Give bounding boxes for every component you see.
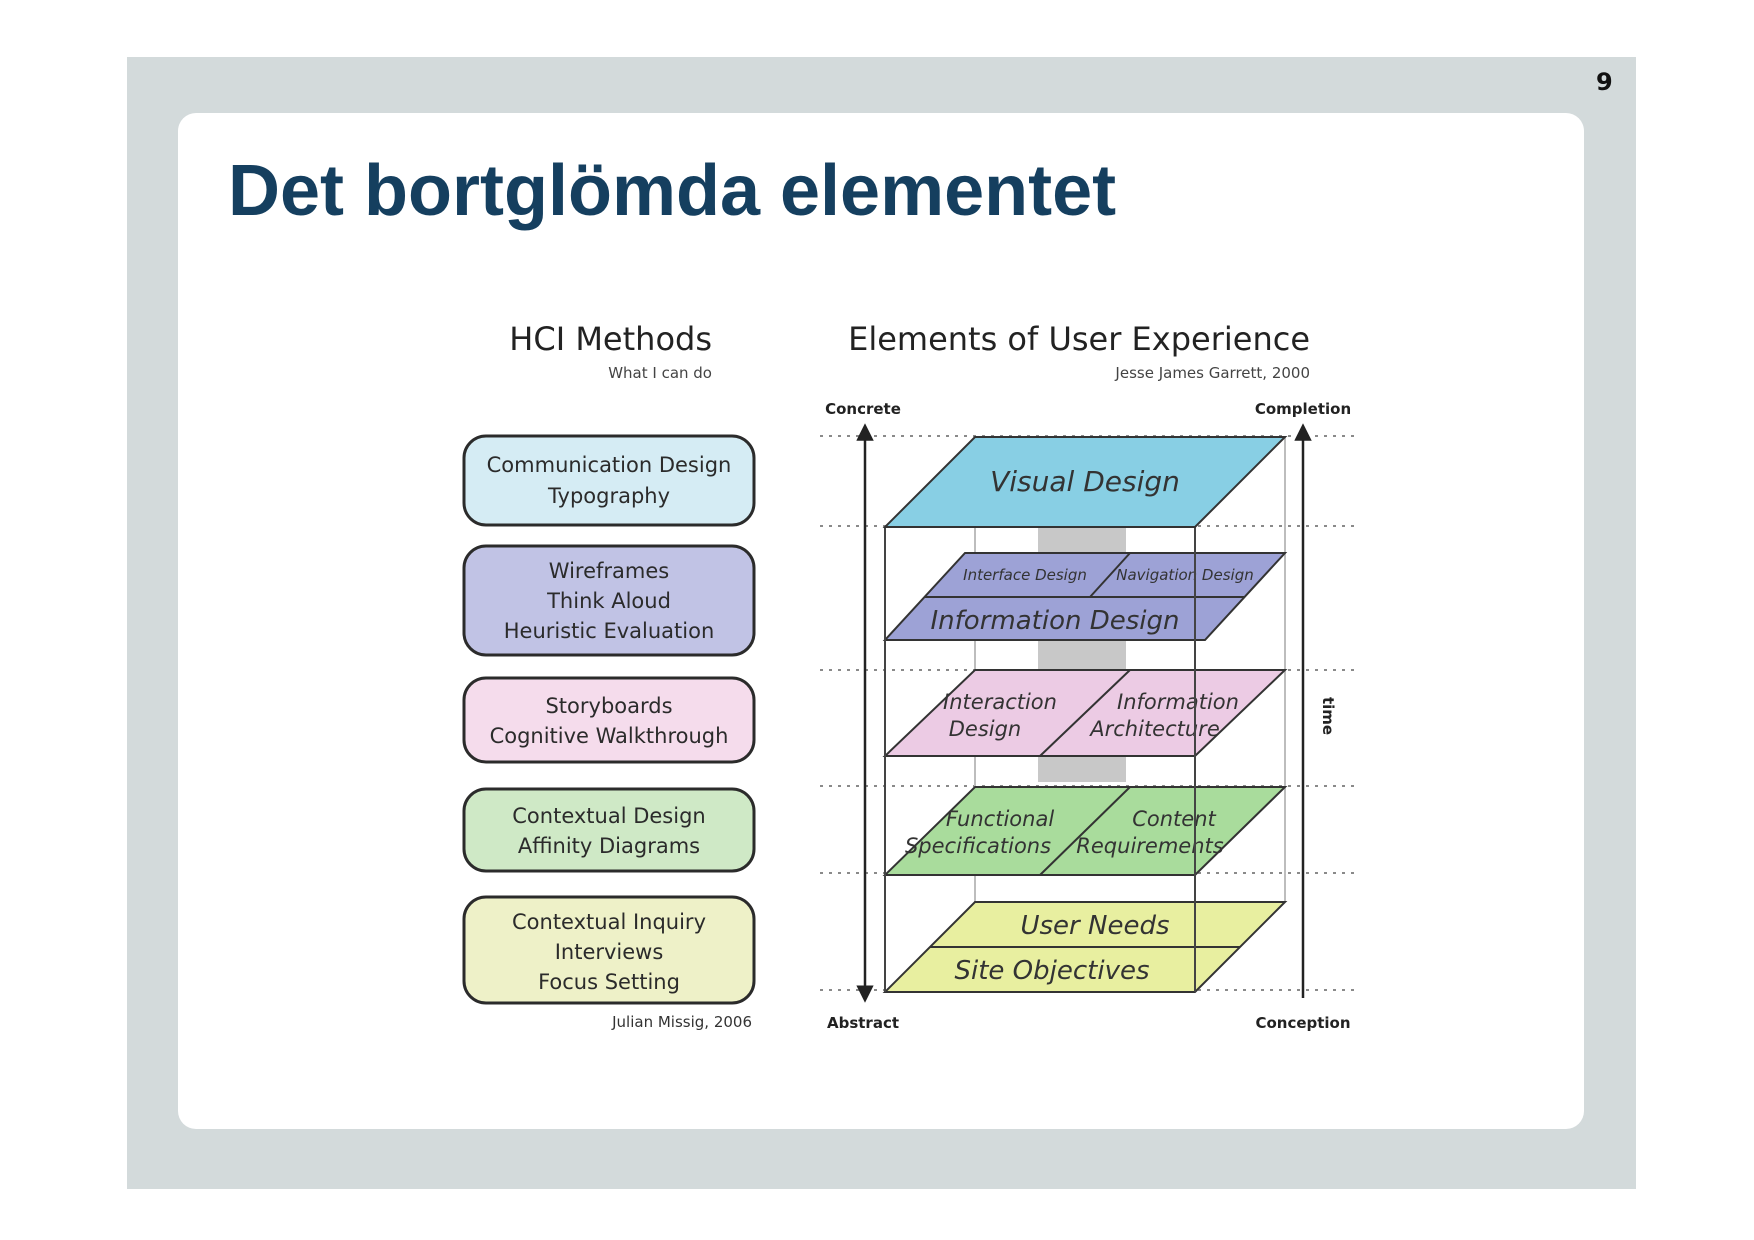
hci-box-line: Contextual Inquiry — [512, 910, 706, 934]
hci-box-line: Typography — [547, 484, 670, 508]
hci-box-line: Interviews — [555, 940, 664, 964]
plane-scope: Functional Specifications Content Requir… — [882, 786, 1288, 876]
hci-box-bg — [462, 787, 756, 873]
axis-label-abstract: Abstract — [827, 1014, 899, 1032]
plane-shape — [882, 436, 1288, 528]
hci-box-contextual-inquiry: Contextual Inquiry Interviews Focus Sett… — [462, 895, 756, 1005]
plane-label-architecture: Information — [1117, 690, 1239, 714]
plane-label-content: Requirements — [1076, 834, 1223, 858]
ux-title: Elements of User Experience — [848, 320, 1310, 358]
hci-box-line: Think Aloud — [546, 589, 671, 613]
plane-label-user-needs: User Needs — [1020, 911, 1169, 941]
plane-label-architecture: Architecture — [1088, 717, 1220, 741]
front-posts — [884, 527, 1196, 992]
hci-subtitle: What I can do — [608, 364, 712, 382]
hci-box-line: Cognitive Walkthrough — [490, 724, 729, 748]
hci-box-line: Affinity Diagrams — [518, 834, 700, 858]
hci-box-line: Communication Design — [487, 453, 732, 477]
hci-box-bg — [462, 895, 756, 1005]
hci-box-storyboards: Storyboards Cognitive Walkthrough — [462, 676, 756, 764]
hci-box-line: Contextual Design — [512, 804, 705, 828]
plane-label-interaction: Interaction — [943, 690, 1057, 714]
plane-label-interface: Interface Design — [963, 566, 1087, 584]
plane-label-visual-design: Visual Design — [990, 465, 1180, 498]
plane-label-functional: Specifications — [905, 834, 1051, 858]
hci-box-bg — [462, 676, 756, 764]
plane-label-information-design: Information Design — [931, 606, 1180, 636]
plane-divider — [1039, 786, 1131, 876]
hci-box-bg — [462, 544, 756, 657]
plane-label-interaction: Design — [949, 717, 1022, 741]
axis-label-completion: Completion — [1255, 400, 1351, 418]
plane-structure: Interaction Design Information Architect… — [882, 669, 1288, 757]
axis-label-conception: Conception — [1255, 1014, 1350, 1032]
hci-box-line: Wireframes — [549, 559, 669, 583]
plane-skeleton: Interface Design Navigation Design Infor… — [882, 552, 1288, 641]
hci-box-communication: Communication Design Typography — [462, 434, 756, 527]
plane-label-navigation: Navigation Design — [1116, 566, 1253, 584]
hci-box-line: Heuristic Evaluation — [504, 619, 715, 643]
plane-surface: Visual Design — [882, 436, 1288, 528]
hci-box-line: Focus Setting — [538, 970, 680, 994]
plane-divider — [1039, 669, 1131, 757]
hci-box-bg — [462, 434, 756, 527]
ux-subtitle: Jesse James Garrett, 2000 — [1114, 364, 1310, 382]
plane-label-site-objectives: Site Objectives — [954, 956, 1149, 986]
page-number: 9 — [1596, 68, 1613, 96]
hci-box-line: Storyboards — [545, 694, 672, 718]
time-label: time — [1319, 697, 1337, 735]
axis-label-concrete: Concrete — [825, 400, 901, 418]
plane-strategy: User Needs Site Objectives — [882, 901, 1288, 993]
slide-title: Det bortglömda elementet — [228, 151, 1117, 231]
hci-box-contextual-design: Contextual Design Affinity Diagrams — [462, 787, 756, 873]
hci-credit: Julian Missig, 2006 — [611, 1013, 752, 1031]
plane-label-content: Content — [1132, 807, 1216, 831]
plane-divider — [1089, 552, 1131, 598]
slide-card — [178, 113, 1584, 1129]
plane-label-functional: Functional — [946, 807, 1054, 831]
hci-title: HCI Methods — [509, 320, 712, 358]
hci-box-wireframes: Wireframes Think Aloud Heuristic Evaluat… — [462, 544, 756, 657]
